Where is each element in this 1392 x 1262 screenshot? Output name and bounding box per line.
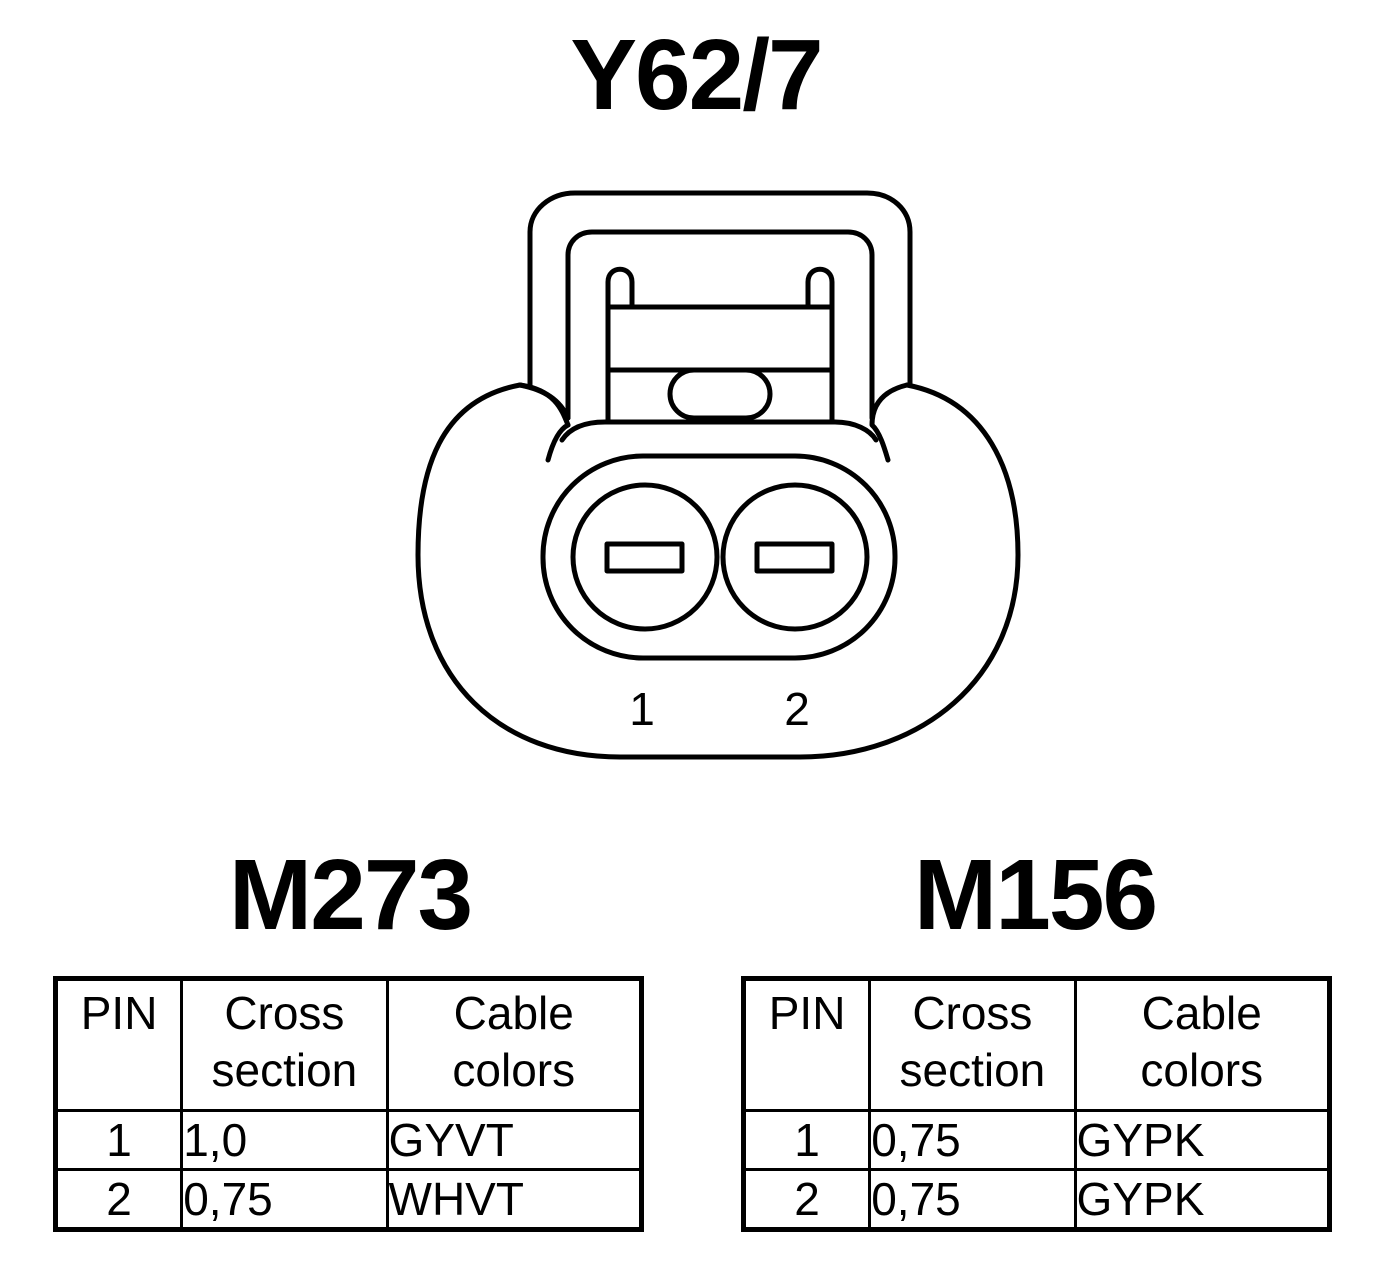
header-color-line1: Cable (453, 987, 574, 1039)
header-cross-line1: Cross (224, 987, 345, 1039)
clip-post-left (605, 266, 635, 423)
left-shoulder (517, 382, 571, 463)
table-row: 1 1,0 GYVT (53, 1109, 644, 1171)
latch-tongue (559, 419, 879, 443)
cell-pin: 2 (53, 1168, 184, 1231)
cell-cable-color: WHVT (385, 1168, 644, 1231)
pin-1-label: 1 (629, 683, 655, 735)
right-shoulder (869, 382, 910, 463)
cell-cross-section: 1,0 (180, 1109, 389, 1171)
cell-cross-section: 0,75 (868, 1109, 1077, 1171)
header-cross-line2: section (211, 1044, 358, 1096)
cell-cable-color: GYVT (385, 1109, 644, 1171)
cell-pin: 1 (741, 1109, 872, 1171)
latch-oval (667, 367, 773, 421)
header-pin: PIN (53, 977, 184, 1112)
engine-title-m273: M273 (228, 839, 473, 951)
pin-1-socket (570, 482, 720, 632)
table-row: 2 0,75 GYPK (741, 1168, 1332, 1231)
engine-title-m156: M156 (913, 839, 1158, 951)
pin-2-socket (720, 482, 870, 632)
connector-title: Y62/7 (570, 19, 823, 131)
clip-post-right (805, 266, 835, 423)
cell-cable-color: GYPK (1073, 1168, 1332, 1231)
cell-cable-color: GYPK (1073, 1109, 1332, 1171)
pin-1-terminal (604, 541, 685, 574)
table-row: 1 0,75 GYPK (741, 1109, 1332, 1171)
pin-2-terminal (754, 541, 835, 574)
header-pin: PIN (741, 977, 872, 1112)
cell-cross-section: 0,75 (868, 1168, 1077, 1231)
cell-cross-section: 0,75 (180, 1168, 389, 1231)
latch-frame-inner (565, 229, 875, 421)
header-color-line2: colors (1140, 1044, 1264, 1096)
header-cross-line1: Cross (912, 987, 1033, 1039)
pin-2-label: 2 (784, 683, 810, 735)
connector-drawing: 1 2 (415, 190, 1021, 760)
cell-pin: 1 (53, 1109, 184, 1171)
cell-pin: 2 (741, 1168, 872, 1231)
connector-outer-body (415, 382, 1021, 760)
header-cross-line2: section (899, 1044, 1046, 1096)
header-color-line2: colors (452, 1044, 576, 1096)
socket-housing (540, 453, 898, 661)
table-row: 2 0,75 WHVT (53, 1168, 644, 1231)
header-color-line1: Cable (1141, 987, 1262, 1039)
